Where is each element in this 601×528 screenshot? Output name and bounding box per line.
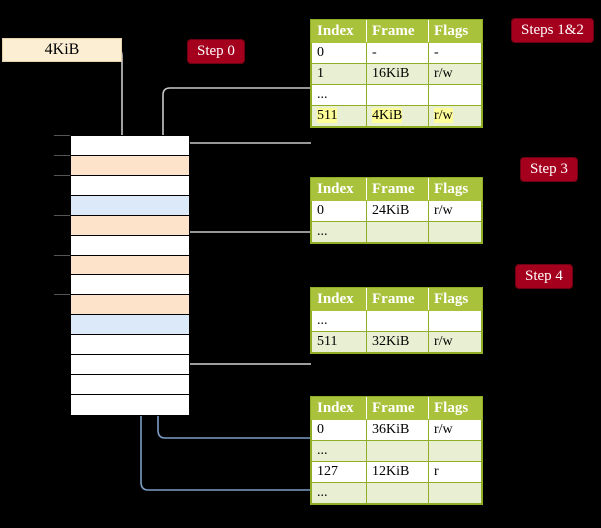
cell-index: 511 <box>311 331 367 353</box>
steps-1-2-badge: Steps 1&2 <box>512 19 593 42</box>
cell-frame <box>366 482 429 504</box>
memory-frame-row <box>71 175 189 196</box>
cell-index: 0 <box>311 419 367 441</box>
cell-frame: 24KiB <box>366 200 429 222</box>
table-row: ... <box>311 310 482 332</box>
column-header-index: Index <box>311 397 367 420</box>
memory-frame-row <box>71 195 189 216</box>
cell-frame: 16KiB <box>366 63 429 85</box>
column-header-flags: Flags <box>428 397 482 420</box>
frame-4kib-box: 4KiB <box>2 38 122 62</box>
table-row: ... <box>311 440 482 462</box>
step-0-badge: Step 0 <box>188 40 244 63</box>
column-header-flags: Flags <box>428 20 482 43</box>
cell-flags: r/w <box>428 105 482 127</box>
cell-flags: r/w <box>428 331 482 353</box>
memory-frame-row <box>71 355 189 376</box>
column-header-index: Index <box>311 288 367 311</box>
memory-frame-row <box>71 375 189 396</box>
memory-frame-row <box>71 335 189 356</box>
step-3-label: Step 3 <box>530 161 568 177</box>
memory-frame-row <box>71 215 189 236</box>
cell-flags <box>428 440 482 462</box>
step-4-badge: Step 4 <box>516 265 572 288</box>
cell-index: 0 <box>311 200 367 222</box>
table-row: ... <box>311 482 482 504</box>
memory-tick <box>54 135 70 136</box>
cell-frame: - <box>366 42 429 64</box>
step-0-label: Step 0 <box>197 43 235 59</box>
column-header-index: Index <box>311 20 367 43</box>
memory-frame-row <box>71 395 189 415</box>
table-row: ... <box>311 221 482 243</box>
cell-frame <box>366 221 429 243</box>
memory-frame-row <box>71 235 189 256</box>
cell-frame <box>366 84 429 106</box>
cell-frame: 12KiB <box>366 461 429 483</box>
cell-flags <box>428 84 482 106</box>
physical-memory-column <box>70 135 190 416</box>
memory-frame-row <box>71 315 189 336</box>
cell-flags <box>428 221 482 243</box>
memory-tick <box>54 254 70 256</box>
cell-frame: 36KiB <box>366 419 429 441</box>
column-header-frame: Frame <box>366 178 429 201</box>
cell-flags: r/w <box>428 63 482 85</box>
cell-index: ... <box>311 310 367 332</box>
memory-frame-row <box>71 136 189 156</box>
frame-4kib-label: 4KiB <box>44 41 80 58</box>
column-header-frame: Frame <box>366 20 429 43</box>
column-header-index: Index <box>311 178 367 201</box>
memory-tick <box>54 214 70 216</box>
memory-tick <box>54 154 70 156</box>
cell-flags: r/w <box>428 200 482 222</box>
cell-index: 127 <box>311 461 367 483</box>
column-header-flags: Flags <box>428 288 482 311</box>
memory-frame-row <box>71 275 189 296</box>
memory-frame-row <box>71 255 189 276</box>
memory-tick <box>54 294 70 296</box>
cell-index: 511 <box>311 105 367 127</box>
column-header-flags: Flags <box>428 178 482 201</box>
table-row: 0-- <box>311 42 482 64</box>
cell-flags <box>428 310 482 332</box>
cell-index: ... <box>311 440 367 462</box>
column-header-frame: Frame <box>366 288 429 311</box>
cell-flags: r/w <box>428 419 482 441</box>
cell-flags <box>428 482 482 504</box>
step-4-label: Step 4 <box>525 268 563 284</box>
cell-index: 1 <box>311 63 367 85</box>
step-3-badge: Step 3 <box>521 158 577 181</box>
cell-frame: 32KiB <box>366 331 429 353</box>
cell-flags: - <box>428 42 482 64</box>
cell-frame: 4KiB <box>366 105 429 127</box>
cell-index: 0 <box>311 42 367 64</box>
memory-tick <box>54 174 70 176</box>
column-header-frame: Frame <box>366 397 429 420</box>
table-row: ... <box>311 84 482 106</box>
memory-frame-row <box>71 155 189 176</box>
cell-index: ... <box>311 482 367 504</box>
steps-1-2-label: Steps 1&2 <box>521 22 584 38</box>
memory-frame-row <box>71 295 189 316</box>
cell-frame <box>366 440 429 462</box>
cell-index: ... <box>311 84 367 106</box>
cell-frame <box>366 310 429 332</box>
cell-index: ... <box>311 221 367 243</box>
cell-flags: r <box>428 461 482 483</box>
